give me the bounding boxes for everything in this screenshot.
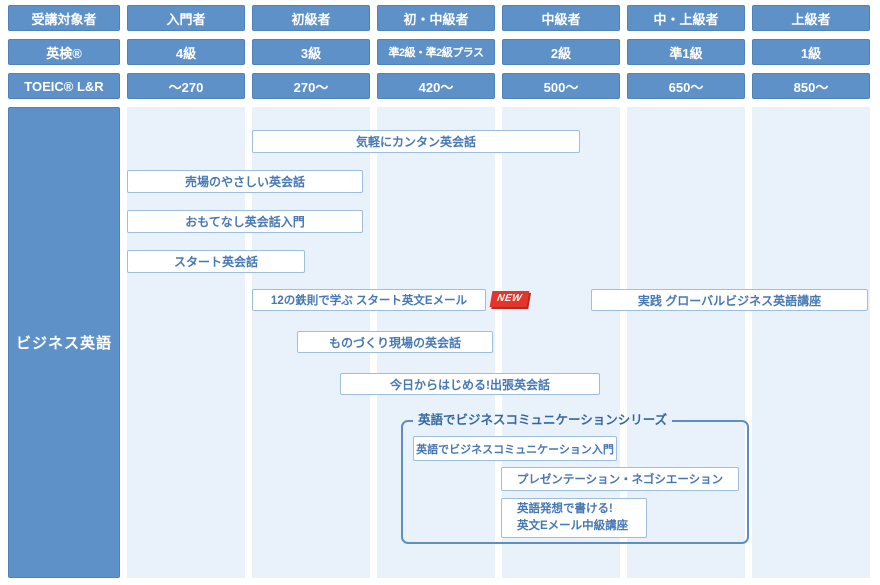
- course-presentation-negotiation[interactable]: プレゼンテーション・ネゴシエーション: [501, 467, 739, 491]
- course-casual-easy-english[interactable]: 気軽にカンタン英会話: [252, 130, 580, 153]
- level-cell-pre-intermediate: 初・中級者: [377, 5, 495, 31]
- level-cell-intermediate: 中級者: [502, 5, 620, 31]
- course-manufacturing-english[interactable]: ものづくり現場の英会話: [297, 331, 493, 353]
- series-group-title: 英語でビジネスコミュニケーションシリーズ: [413, 413, 673, 428]
- eiken-cell-grade-pre2: 準2級・準2級プラス: [377, 39, 495, 65]
- course-business-trip-english[interactable]: 今日からはじめる!出張英会話: [340, 373, 600, 395]
- level-cell-upper-intermediate: 中・上級者: [627, 5, 745, 31]
- eiken-cell-grade1: 1級: [752, 39, 870, 65]
- category-sidebar-business-english: ビジネス英語: [8, 107, 120, 578]
- level-cell-beginner: 入門者: [127, 5, 245, 31]
- course-title-line1: 英語発想で書ける!: [517, 503, 613, 515]
- course-business-communication-intro[interactable]: 英語でビジネスコミュニケーション入門: [413, 436, 617, 461]
- new-badge: NEW: [489, 291, 530, 307]
- level-cell-advanced: 上級者: [752, 5, 870, 31]
- header-label-toeic: TOEIC® L&R: [8, 73, 120, 99]
- level-cell-elementary: 初級者: [252, 5, 370, 31]
- eiken-cell-grade3: 3級: [252, 39, 370, 65]
- column-stripe-advanced: [752, 107, 870, 578]
- course-start-english-conversation[interactable]: スタート英会話: [127, 250, 305, 273]
- course-omotenashi-intro[interactable]: おもてなし英会話入門: [127, 210, 363, 233]
- eiken-cell-grade4: 4級: [127, 39, 245, 65]
- course-start-english-email[interactable]: 12の鉄則で学ぶ スタート英文Eメール: [252, 289, 486, 311]
- course-practical-global-business-english[interactable]: 実践 グローバルビジネス英語講座: [591, 289, 868, 311]
- toeic-cell-500plus: 500〜: [502, 73, 620, 99]
- eiken-cell-grade-pre1: 準1級: [627, 39, 745, 65]
- category-label: ビジネス英語: [15, 335, 112, 352]
- header-label-eiken: 英検®: [8, 39, 120, 65]
- business-communication-series-group: 英語でビジネスコミュニケーションシリーズ 英語でビジネスコミュニケーション入門 …: [401, 413, 749, 544]
- toeic-cell-270plus: 270〜: [252, 73, 370, 99]
- header-label-target-students: 受講対象者: [8, 5, 120, 31]
- toeic-cell-under270: 〜270: [127, 73, 245, 99]
- toeic-cell-650plus: 650〜: [627, 73, 745, 99]
- course-title-line2: 英文Eメール中級講座: [517, 520, 629, 532]
- course-english-email-intermediate[interactable]: 英語発想で書ける! 英文Eメール中級講座: [501, 498, 647, 538]
- eiken-cell-grade2: 2級: [502, 39, 620, 65]
- toeic-cell-850plus: 850〜: [752, 73, 870, 99]
- toeic-cell-420plus: 420〜: [377, 73, 495, 99]
- course-sales-floor-english[interactable]: 売場のやさしい英会話: [127, 170, 363, 193]
